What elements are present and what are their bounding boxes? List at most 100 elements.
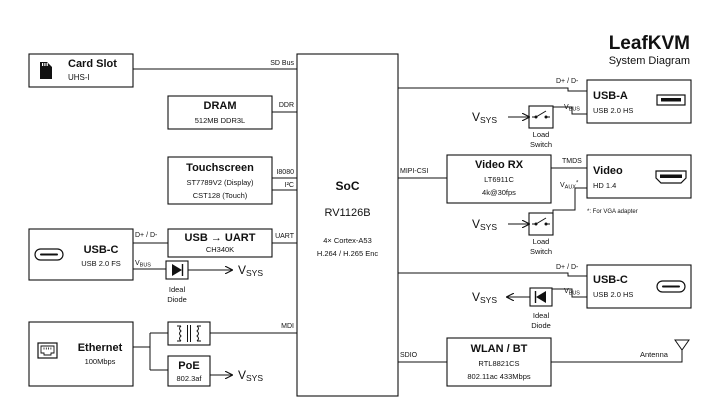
poe-title: PoE [178,360,199,372]
usb-c-right-data-label: D+ / D- [556,264,579,271]
sdio-label: SDIO [400,352,418,359]
diagram-subtitle: System Diagram [609,55,690,67]
video-sub: HD 1.4 [593,181,616,190]
touchscreen-block: Touchscreen ST7789V2 (Display) CST128 (T… [167,156,297,205]
poe-sub: 802.3af [176,374,202,383]
antenna-icon [674,339,690,351]
usb-c-right-title: USB-C [593,274,628,286]
touchscreen-line2: CST128 (Touch) [193,191,248,200]
ethernet-sub: 100Mbps [85,357,116,366]
touchscreen-box [167,156,273,205]
video-rx-block: Video RX LT6911C 4k@30fps MIPI-CSI TMDS [398,154,587,204]
soc-box [296,53,399,397]
ideal-diode-right-line1: Ideal [533,311,550,320]
video-rx-box [446,154,552,204]
diagram-title: LeafKVM [609,33,690,54]
header: LeafKVM System Diagram [609,33,690,67]
dram-title: DRAM [204,100,237,112]
card-slot-block: Card Slot UHS-I SD Bus [28,53,297,88]
switch-1-icon [532,110,550,119]
usb-c-right-sub: USB 2.0 HS [593,290,633,299]
usb-a-sub: USB 2.0 HS [593,106,633,115]
load-switch-1: VSYS Load Switch [472,105,554,149]
usb-c-right-port-icon [656,280,686,293]
vsys-load-1-label: VSYS [472,110,497,125]
usb-uart-sub: CH340K [206,245,234,254]
poe-block: PoE 802.3af VSYS [167,355,263,387]
vbus-left-path: VBUS VSYS Ideal Diode [133,260,263,304]
dram-box [167,95,273,130]
dram-block: DRAM 512MB DDR3L DDR [167,95,297,130]
sd-card-icon [40,62,52,79]
i8080-label: I8080 [276,169,294,176]
ideal-diode-right-line2: Diode [531,321,551,330]
load-switch-2: VSYS Load Switch [472,212,554,256]
ethernet-port-icon [37,342,58,359]
ideal-diode-left-line2: Diode [167,295,187,304]
usb-c-left-title: USB-C [84,244,119,256]
load-switch-1-line2: Switch [530,140,552,149]
transformer-box [167,321,211,346]
wlan-part: RTL8821CS [478,359,519,368]
video-title: Video [593,165,623,177]
wlan-title: WLAN / BT [471,343,528,355]
video-rx-title: Video RX [475,159,524,171]
mipi-csi-label: MIPI-CSI [400,168,428,175]
card-slot-sub: UHS-I [68,73,90,82]
usb-c-right-block: USB-C USB 2.0 HS D+ / D- VBUS [398,264,692,309]
ideal-diode-left-line1: Ideal [169,285,186,294]
soc-part: RV1126B [324,207,370,219]
diode-right-icon [534,291,546,303]
wlan-box [446,337,552,387]
load-switch-1-line1: Load [533,130,550,139]
usb-uart-title: USB → UART [185,232,256,244]
usb-a-data-label: D+ / D- [556,78,579,85]
dram-sub: 512MB DDR3L [195,116,245,125]
load-switch-2-line2: Switch [530,247,552,256]
vsys-load-2-label: VSYS [472,217,497,232]
usb-a-block: USB-A USB 2.0 HS D+ / D- VBUS [398,78,692,124]
video-block: Video HD 1.4 VAUX* *: For VGA adapter [552,154,692,218]
poe-box [167,355,211,387]
transformer-icon [177,325,201,342]
soc-block: SoC RV1126B 4× Cortex-A53 H.264 / H.265 … [296,53,399,397]
usb-c-left-block: USB-C USB 2.0 FS [28,228,134,281]
ethernet-magnetics: MDI [133,321,297,371]
ethernet-box [28,321,134,387]
ethernet-title: Ethernet [78,342,123,354]
sd-bus-label: SD Bus [270,60,294,67]
i2c-label: I²C [285,182,294,189]
vga-footnote: *: For VGA adapter [587,209,638,215]
usb-a-box [586,79,692,124]
vsys-left-diode-label: VSYS [238,263,263,278]
usb-c-right-box [586,264,692,309]
diode-left-icon [172,264,184,276]
card-slot-title: Card Slot [68,58,117,70]
vsys-right-diode-label: VSYS [472,290,497,305]
wlan-spec: 802.11ac 433Mbps [467,372,530,381]
usb-c-port-icon [34,248,64,261]
touchscreen-title: Touchscreen [186,162,254,174]
usb-a-port-icon [656,94,686,106]
soc-codec: H.264 / H.265 Enc [317,249,379,258]
soc-name: SoC [336,179,360,193]
usb-c-left-data-label: D+ / D- [135,232,158,239]
mdi-label: MDI [281,323,294,330]
usb-a-vbus-label: VBUS [564,104,580,113]
ddr-label: DDR [279,102,294,109]
usb-c-right-vbus-label: VBUS [564,288,580,297]
uart-label: UART [275,233,295,240]
vaux-label: VAUX* [560,181,579,191]
touchscreen-line1: ST7789V2 (Display) [186,178,254,187]
hdmi-port-icon [655,170,687,184]
tmds-label: TMDS [562,158,582,165]
load-switch-2-line1: Load [533,237,550,246]
wlan-block: WLAN / BT RTL8821CS 802.11ac 433Mbps SDI… [398,337,690,387]
ideal-diode-right: VSYS Ideal Diode [472,287,553,330]
usb-a-title: USB-A [593,90,628,102]
soc-cpu: 4× Cortex-A53 [323,236,372,245]
vbus-left-label: VBUS [135,260,151,269]
ethernet-block: Ethernet 100Mbps [28,321,134,387]
switch-2-icon [532,217,550,226]
